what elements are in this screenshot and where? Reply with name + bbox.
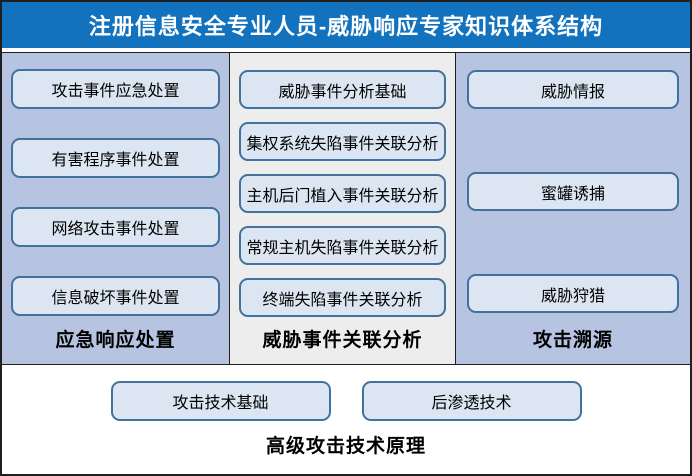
topic-box: 有害程序事件处置 — [11, 138, 220, 178]
column-attack-tracing: 威胁情报 蜜罐诱捕 威胁狩猎 攻击溯源 — [455, 53, 690, 364]
columns-row: 攻击事件应急处置 有害程序事件处置 网络攻击事件处置 信息破坏事件处置 应急响应… — [2, 52, 690, 365]
topic-box: 威胁情报 — [467, 70, 679, 109]
topic-box: 常规主机失陷事件关联分析 — [239, 226, 446, 265]
column-label: 攻击溯源 — [532, 330, 613, 351]
topic-box: 集权系统失陷事件关联分析 — [239, 122, 446, 161]
bottom-section-label: 高级攻击技术原理 — [265, 436, 426, 457]
column-box-stack: 威胁情报 蜜罐诱捕 威胁狩猎 — [456, 53, 690, 313]
topic-box: 主机后门植入事件关联分析 — [239, 174, 446, 213]
section-advanced-attack-techniques: 攻击技术基础 后渗透技术 高级攻击技术原理 — [2, 365, 690, 474]
topic-box: 攻击技术基础 — [110, 381, 331, 421]
topic-box: 攻击事件应急处置 — [11, 69, 220, 109]
title-separator — [2, 48, 690, 52]
topic-box: 信息破坏事件处置 — [11, 276, 220, 316]
column-box-stack: 威胁事件分析基础 集权系统失陷事件关联分析 主机后门植入事件关联分析 常规主机失… — [230, 53, 455, 317]
column-threat-correlation-analysis: 威胁事件分析基础 集权系统失陷事件关联分析 主机后门植入事件关联分析 常规主机失… — [229, 53, 455, 364]
bottom-box-row: 攻击技术基础 后渗透技术 — [110, 381, 582, 421]
column-box-stack: 攻击事件应急处置 有害程序事件处置 网络攻击事件处置 信息破坏事件处置 — [2, 53, 229, 316]
topic-box: 终端失陷事件关联分析 — [239, 278, 446, 317]
topic-box: 网络攻击事件处置 — [11, 207, 220, 247]
column-emergency-response: 攻击事件应急处置 有害程序事件处置 网络攻击事件处置 信息破坏事件处置 应急响应… — [2, 53, 229, 364]
topic-box: 威胁狩猎 — [467, 274, 679, 313]
topic-box: 后渗透技术 — [361, 381, 582, 421]
column-label: 威胁事件关联分析 — [262, 330, 423, 351]
topic-box: 蜜罐诱捕 — [467, 172, 679, 211]
column-label: 应急响应处置 — [55, 330, 176, 351]
topic-box: 威胁事件分析基础 — [239, 70, 446, 109]
diagram-title: 注册信息安全专业人员-威胁响应专家知识体系结构 — [2, 2, 690, 48]
